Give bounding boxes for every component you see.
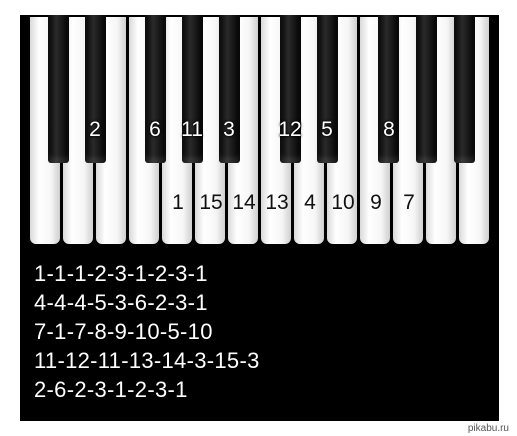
note-sequence-list: 1-1-1-2-3-1-2-3-1 4-4-4-5-3-6-2-3-1 7-1-… [34, 259, 260, 404]
note-sequence-line: 2-6-2-3-1-2-3-1 [34, 377, 188, 402]
black-key-label: 11 [181, 118, 203, 141]
black-key-c-sharp-1[interactable] [48, 15, 69, 163]
black-key-label: 8 [383, 118, 395, 141]
white-key-label: 14 [232, 191, 256, 214]
note-sequence-line: 11-12-11-13-14-3-15-3 [34, 348, 260, 373]
note-sequence-line: 1-1-1-2-3-1-2-3-1 [34, 261, 208, 286]
note-sequence-line: 4-4-4-5-3-6-2-3-1 [34, 290, 208, 315]
piano-keyboard: 2 6 11 3 12 5 8 1 15 14 13 4 10 9 7 [20, 15, 499, 255]
piano-panel: 2 6 11 3 12 5 8 1 15 14 13 4 10 9 7 1-1-… [20, 15, 499, 421]
black-key-g-sharp-1[interactable] [182, 15, 203, 163]
black-key-d-sharp-2[interactable] [317, 15, 338, 163]
white-key-label: 10 [331, 191, 355, 214]
black-key-label: 6 [149, 118, 161, 141]
white-key-label: 15 [199, 191, 223, 214]
black-key-label: 12 [278, 118, 302, 141]
note-sequence-line: 7-1-7-8-9-10-5-10 [34, 319, 213, 344]
black-key-f-sharp-2[interactable] [378, 15, 399, 163]
black-key-a-sharp-2[interactable] [454, 15, 475, 163]
watermark: pikabu.ru [467, 423, 509, 434]
black-key-d-sharp-1[interactable] [85, 15, 106, 163]
black-key-f-sharp-1[interactable] [145, 15, 166, 163]
white-key-label: 9 [370, 191, 382, 214]
black-key-c-sharp-2[interactable] [280, 15, 301, 163]
black-key-label: 2 [89, 118, 101, 141]
black-key-label: 5 [321, 118, 333, 141]
white-key-label: 13 [265, 191, 289, 214]
black-key-label: 3 [223, 118, 235, 141]
black-key-a-sharp-1[interactable] [219, 15, 240, 163]
white-key-label: 7 [403, 191, 415, 214]
white-key-label: 4 [304, 191, 316, 214]
white-key-label: 1 [172, 191, 184, 214]
black-key-g-sharp-2[interactable] [416, 15, 437, 163]
